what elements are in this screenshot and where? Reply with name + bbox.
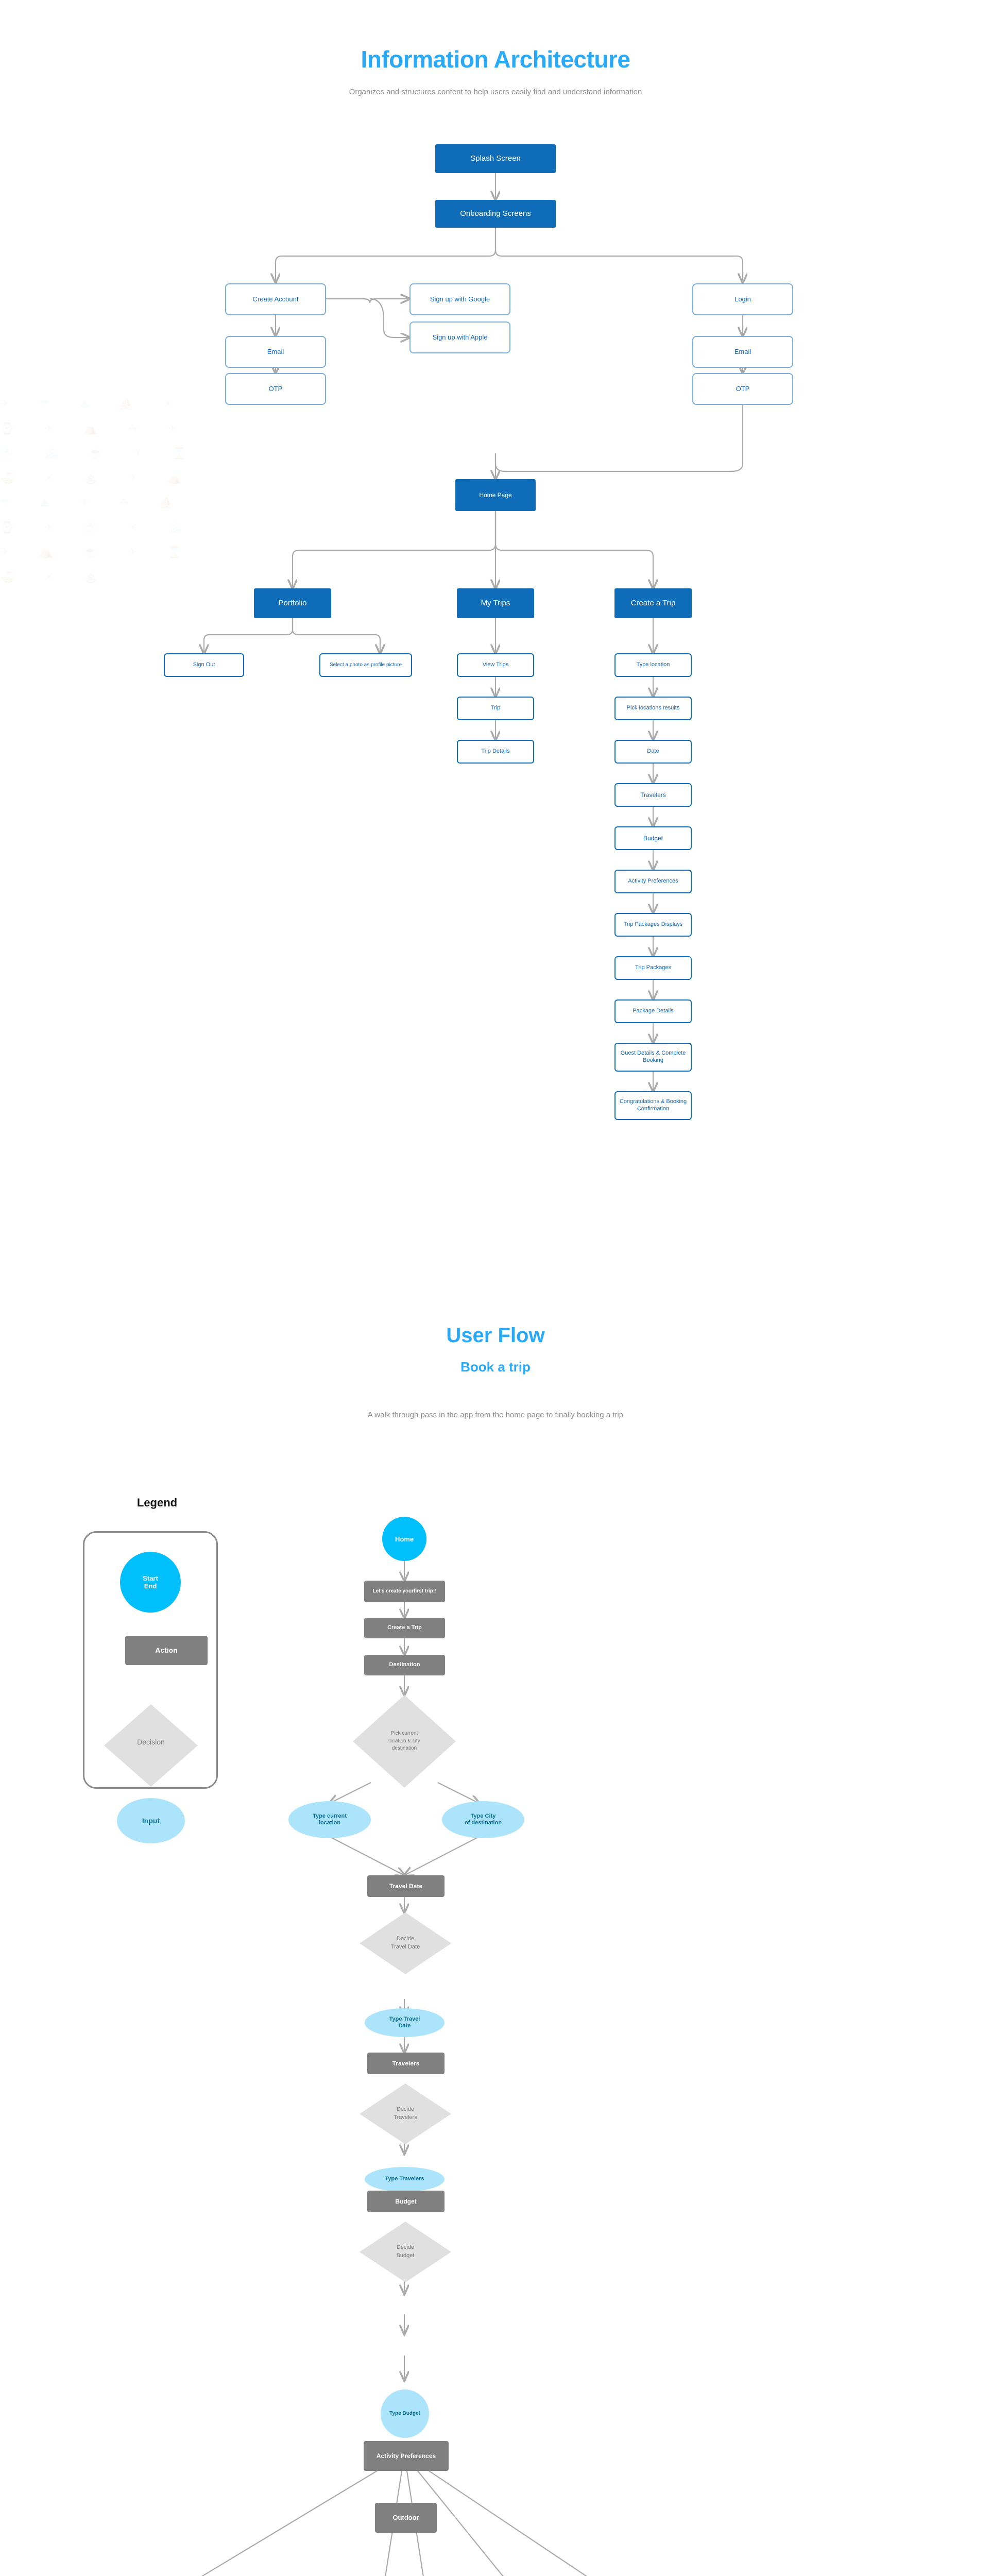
ia-node-home-page[interactable]: Home Page: [455, 479, 536, 511]
ia-node-sign-out[interactable]: Sign Out: [164, 653, 244, 677]
ia-node-signup-apple[interactable]: Sign up with Apple: [409, 321, 510, 353]
ia-node-guest-details-label: Guest Details & Complete Booking: [620, 1050, 686, 1063]
uf-node-budget[interactable]: Budget: [367, 2191, 445, 2212]
uf-node-travelers[interactable]: Travelers: [367, 2053, 445, 2074]
ia-node-trip[interactable]: Trip: [457, 697, 534, 720]
uf-lets-create-label-2: first trip!!: [414, 1588, 437, 1594]
ia-node-trip-details[interactable]: Trip Details: [457, 740, 534, 764]
uf-decision-pick-location[interactable]: Pick current location & city destination: [353, 1695, 456, 1788]
ia-node-portfolio[interactable]: Portfolio: [254, 588, 331, 618]
background-doodle: ✈ ☂ ⛰ ⛵ ☀ ⌚ ✈ ⛺ ☘ ✈ ⛱ ⛰ ☕ ✈ ⌛ ⛳ ☀ ⛲ ✈ ⛺ …: [0, 397, 200, 583]
ia-node-travelers[interactable]: Travelers: [614, 783, 692, 807]
uf-input-type-budget[interactable]: Type Budget: [381, 2389, 429, 2438]
uf-node-outdoor[interactable]: Outdoor: [375, 2503, 437, 2533]
uf-lets-create-label-1: Let's create your: [372, 1588, 414, 1594]
uf-node-home[interactable]: Home: [382, 1517, 426, 1561]
ia-node-date[interactable]: Date: [614, 740, 692, 764]
ia-subtitle: Organizes and structures content to help…: [349, 88, 642, 96]
ia-node-trip-packages[interactable]: Trip Packages: [614, 956, 692, 980]
ia-node-splash-screen[interactable]: Splash Screen: [435, 144, 556, 173]
uf-input-type-travelers[interactable]: Type Travelers: [365, 2167, 445, 2192]
ia-node-type-location[interactable]: Type location: [614, 653, 692, 677]
ia-node-email-right[interactable]: Email: [692, 336, 793, 368]
uf-node-activity-preferences[interactable]: Activity Preferences: [364, 2441, 449, 2471]
uf-title: User Flow: [446, 1324, 545, 1347]
uf-node-lets-create-first-trip[interactable]: Let's create your first trip!!: [364, 1581, 445, 1602]
ia-node-create-a-trip[interactable]: Create a Trip: [614, 588, 692, 618]
legend-start-end-shape: Start End: [120, 1552, 181, 1613]
ia-node-otp-left[interactable]: OTP: [225, 373, 326, 405]
ia-node-activity-preferences[interactable]: Activity Preferences: [614, 870, 692, 893]
ia-node-view-trips[interactable]: View Trips: [457, 653, 534, 677]
ia-node-otp-right[interactable]: OTP: [692, 373, 793, 405]
ia-node-trip-packages-displays[interactable]: Trip Packages Displays: [614, 913, 692, 937]
ia-node-onboarding-screens[interactable]: Onboarding Screens: [435, 200, 556, 228]
ia-node-create-account[interactable]: Create Account: [225, 283, 326, 315]
uf-caption: A walk through pass in the app from the …: [367, 1411, 624, 1419]
uf-subtitle: Book a trip: [460, 1359, 531, 1375]
ia-node-login[interactable]: Login: [692, 283, 793, 315]
ia-node-budget[interactable]: Budget: [614, 826, 692, 850]
ia-node-congratulations-label: Congratulations & Booking Confirmation: [619, 1098, 687, 1112]
ia-node-my-trips[interactable]: My Trips: [457, 588, 534, 618]
uf-node-travel-date[interactable]: Travel Date: [367, 1875, 445, 1897]
ia-node-package-details[interactable]: Package Details: [614, 999, 692, 1023]
ia-node-pick-locations-results[interactable]: Pick locations results: [614, 697, 692, 720]
legend-title: Legend: [136, 1496, 178, 1509]
ia-node-congratulations[interactable]: Congratulations & Booking Confirmation: [614, 1091, 692, 1120]
ia-node-select-photo[interactable]: Select a photo as profile picture: [319, 653, 412, 677]
legend-end-label: End: [144, 1582, 157, 1590]
legend-input-shape-visible: Input: [117, 1798, 185, 1843]
legend-start-label: Start: [143, 1574, 158, 1582]
ia-node-signup-google[interactable]: Sign up with Google: [409, 283, 510, 315]
uf-node-create-a-trip[interactable]: Create a Trip: [364, 1618, 445, 1638]
ia-title: Information Architecture: [361, 46, 630, 73]
ia-node-guest-details[interactable]: Guest Details & Complete Booking: [614, 1043, 692, 1072]
legend-action-shape: Action: [125, 1636, 208, 1665]
uf-node-destination[interactable]: Destination: [364, 1655, 445, 1675]
ia-node-email-left[interactable]: Email: [225, 336, 326, 368]
